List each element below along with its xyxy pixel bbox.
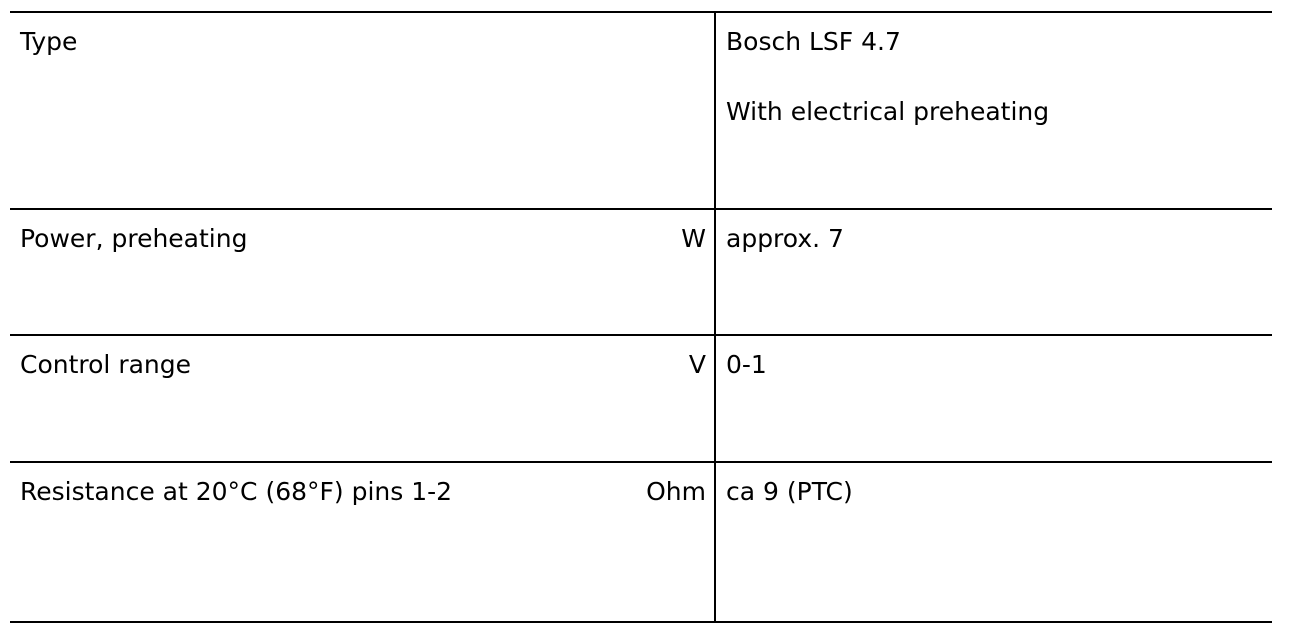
row-unit: V <box>688 350 706 379</box>
row-value-note: With electrical preheating <box>726 97 1050 126</box>
row-value: ca 9 (PTC) <box>726 477 853 506</box>
row-label: Control range <box>20 350 192 379</box>
value-cell: 0-1 <box>714 334 1272 463</box>
value-cell: ca 9 (PTC) <box>714 461 1272 623</box>
spec-table: Type Bosch LSF 4.7 With electrical prehe… <box>10 11 1272 623</box>
label-cell: Control range V <box>10 334 715 463</box>
row-label: Resistance at 20°C (68°F) pins 1-2 <box>20 477 453 506</box>
row-value: Bosch LSF 4.7 <box>726 27 901 56</box>
row-unit: W <box>681 224 706 253</box>
label-cell: Type <box>10 11 715 210</box>
label-cell: Power, preheating W <box>10 208 715 336</box>
table-row-power: Power, preheating W approx. 7 <box>10 208 1272 336</box>
table-row-type: Type Bosch LSF 4.7 With electrical prehe… <box>10 11 1272 210</box>
row-value: 0-1 <box>726 350 767 379</box>
value-cell: Bosch LSF 4.7 With electrical preheating <box>714 11 1272 210</box>
value-cell: approx. 7 <box>714 208 1272 336</box>
row-unit: Ohm <box>646 477 706 506</box>
row-value: approx. 7 <box>726 224 844 253</box>
row-label: Power, preheating <box>20 224 248 253</box>
table-row-resistance: Resistance at 20°C (68°F) pins 1-2 Ohm c… <box>10 461 1272 623</box>
row-label: Type <box>20 27 78 56</box>
label-cell: Resistance at 20°C (68°F) pins 1-2 Ohm <box>10 461 715 623</box>
table-row-control: Control range V 0-1 <box>10 334 1272 463</box>
